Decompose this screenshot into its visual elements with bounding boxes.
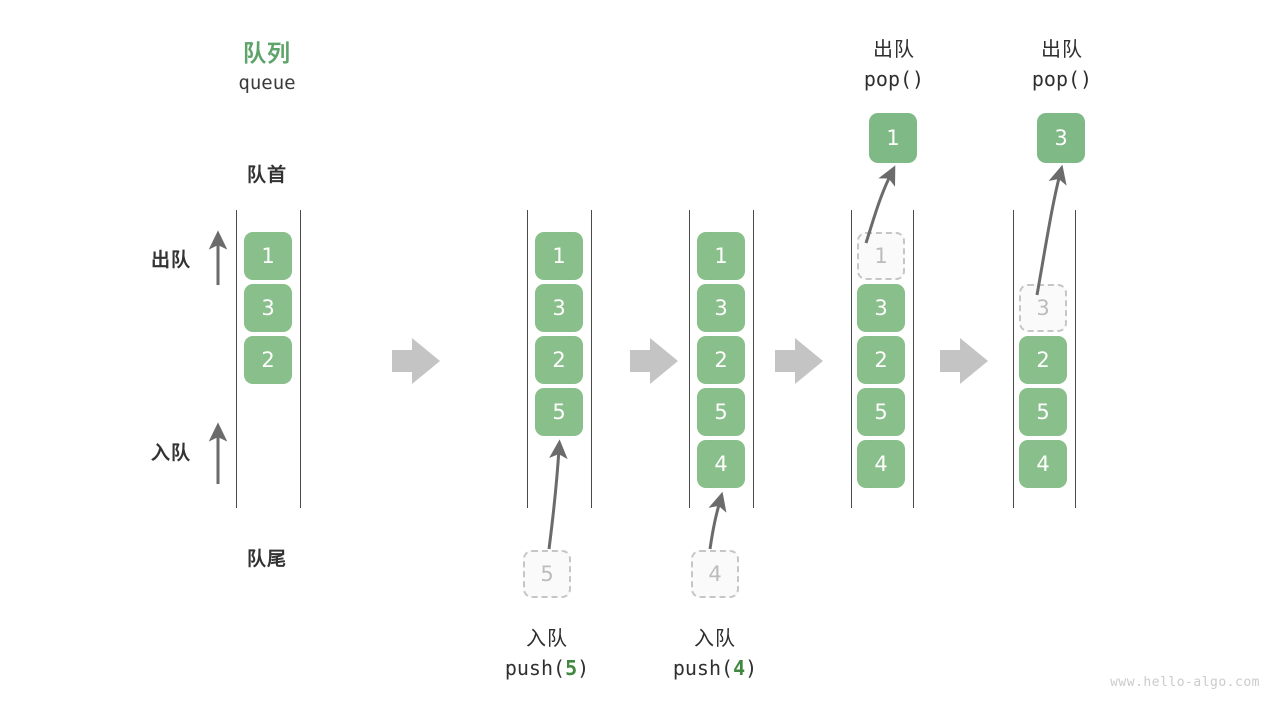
queue-rail-left-5 [1013,210,1014,508]
push-caption-code: push(4) [645,656,785,680]
queue-cell-removed: 1 [857,232,905,280]
queue-rail-left-2 [527,210,528,508]
push-code-value: 5 [565,656,578,680]
queue-rail-left-3 [689,210,690,508]
queue-cell: 4 [857,440,905,488]
queue-cell: 3 [857,284,905,332]
queue-rail-left-1 [236,210,237,508]
queue-cell: 2 [535,336,583,384]
push-caption-code: push(5) [477,656,617,680]
queue-cell: 1 [535,232,583,280]
pop-3-arrow [1035,164,1067,296]
push-code-prefix: push( [672,656,734,680]
push-code-suffix: ) [577,656,590,680]
push-5-arrow [547,439,568,550]
pop-caption-cn: 出队 [1041,39,1083,61]
pop-caption-code: pop() [863,67,925,91]
queue-rail-right-4 [913,210,914,508]
queue-cell: 4 [1019,440,1067,488]
incoming-ghost-cell: 4 [691,550,739,598]
pop-caption-code: pop() [1031,67,1093,91]
queue-cell-new: 5 [535,388,583,436]
queue-head-label: 队首 [246,165,287,186]
pop-caption-cn: 出队 [873,39,915,61]
queue-rail-right-3 [753,210,754,508]
step-block-arrow [940,338,988,384]
queue-cell-removed: 3 [1019,284,1067,332]
queue-title-code: queue [238,72,296,94]
queue-cell: 1 [244,232,292,280]
queue-rail-right-2 [591,210,592,508]
push-direction-label: 入队 [150,443,191,464]
queue-cell: 1 [697,232,745,280]
watermark: www.hello-algo.com [1110,675,1260,690]
pop-direction-label: 出队 [150,250,191,271]
push-4-arrow [708,491,727,550]
popped-cell: 1 [869,113,917,163]
step-block-arrow [775,338,823,384]
queue-rail-right-5 [1075,210,1076,508]
queue-cell: 2 [697,336,745,384]
step-block-arrow [392,338,440,384]
queue-cell: 2 [1019,336,1067,384]
push-code-value: 4 [733,656,746,680]
queue-cell: 3 [535,284,583,332]
queue-cell: 5 [1019,388,1067,436]
queue-cell: 3 [697,284,745,332]
queue-tail-label: 队尾 [246,549,287,570]
queue-cell: 5 [697,388,745,436]
queue-rail-right-1 [300,210,301,508]
queue-cell: 2 [857,336,905,384]
queue-rail-left-4 [851,210,852,508]
incoming-ghost-cell: 5 [523,550,571,598]
push-code-prefix: push( [504,656,566,680]
queue-cell: 5 [857,388,905,436]
queue-cell: 2 [244,336,292,384]
queue-title-cn: 队列 [243,40,291,66]
queue-cell-new: 4 [697,440,745,488]
push-code-suffix: ) [745,656,758,680]
step-block-arrow [630,338,678,384]
queue-cell: 3 [244,284,292,332]
popped-cell: 3 [1037,113,1085,163]
push-caption-cn: 入队 [526,628,568,650]
push-caption-cn: 入队 [694,628,736,650]
